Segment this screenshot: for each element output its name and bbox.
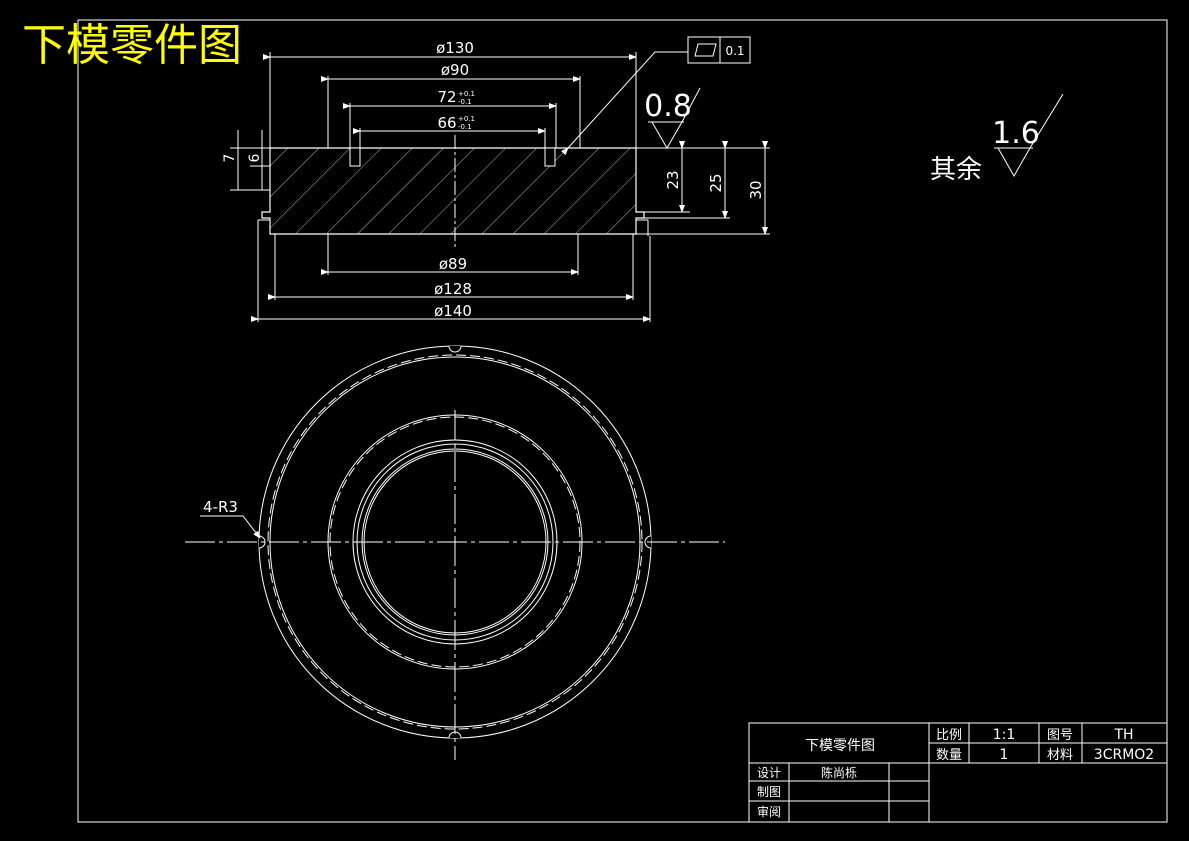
tb-qty-label: 数量 bbox=[936, 748, 962, 763]
groove-left bbox=[349, 147, 361, 167]
tb-designer: 陈尚栎 bbox=[821, 765, 857, 780]
tb-material-value: 3CRMO2 bbox=[1094, 747, 1154, 763]
roughness-symbol-top bbox=[651, 87, 701, 150]
dim-6: 6 bbox=[247, 153, 263, 162]
flatness-value: 0.1 bbox=[725, 44, 744, 58]
flatness-frame bbox=[687, 36, 751, 64]
tb-scale-label: 比例 bbox=[936, 728, 962, 743]
dim-d128: ø128 bbox=[434, 280, 472, 298]
tb-design-label: 设计 bbox=[757, 766, 781, 780]
roughness-top-value: 0.8 bbox=[644, 89, 692, 124]
roughness-rest-label: 其余 bbox=[930, 155, 982, 185]
dim-72: 72 bbox=[437, 88, 456, 106]
drawing-title: 下模零件图 bbox=[22, 20, 242, 71]
flatness-icon bbox=[694, 43, 717, 57]
dim-d140: ø140 bbox=[434, 302, 472, 320]
hatched-section bbox=[261, 147, 645, 235]
dim-30: 30 bbox=[747, 180, 765, 199]
dim-66: 66 bbox=[437, 114, 456, 132]
roughness-rest-value: 1.6 bbox=[992, 116, 1040, 151]
plan-view bbox=[185, 345, 725, 760]
dim-d130: ø130 bbox=[436, 39, 474, 57]
tb-drawing-no-value: TH bbox=[1113, 727, 1133, 743]
dim-7: 7 bbox=[222, 154, 238, 163]
dim-66-tol-lower: -0.1 bbox=[458, 123, 472, 131]
radius-note: 4-R3 bbox=[203, 498, 238, 516]
section-view bbox=[230, 36, 770, 322]
tb-scale-value: 1:1 bbox=[993, 727, 1016, 743]
groove-right bbox=[544, 147, 556, 167]
tb-qty-value: 1 bbox=[1000, 747, 1009, 763]
dim-72-tol-upper: +0.1 bbox=[458, 90, 475, 98]
dim-d89: ø89 bbox=[439, 255, 467, 273]
dim-23: 23 bbox=[664, 170, 682, 189]
dim-66-tol-upper: +0.1 bbox=[458, 115, 475, 123]
tb-drawing-no-label: 图号 bbox=[1047, 728, 1073, 743]
title-block bbox=[748, 722, 1168, 823]
dim-25: 25 bbox=[707, 173, 725, 192]
drawing-frame bbox=[77, 19, 1168, 823]
dim-72-tol-lower: -0.1 bbox=[458, 98, 472, 106]
tb-material-label: 材料 bbox=[1047, 748, 1073, 763]
tb-draft-label: 制图 bbox=[757, 785, 781, 799]
tb-review-label: 审阅 bbox=[757, 804, 781, 819]
tb-part-name: 下模零件图 bbox=[805, 738, 875, 754]
roughness-symbol-rest bbox=[994, 93, 1064, 178]
dim-d90: ø90 bbox=[441, 61, 469, 79]
